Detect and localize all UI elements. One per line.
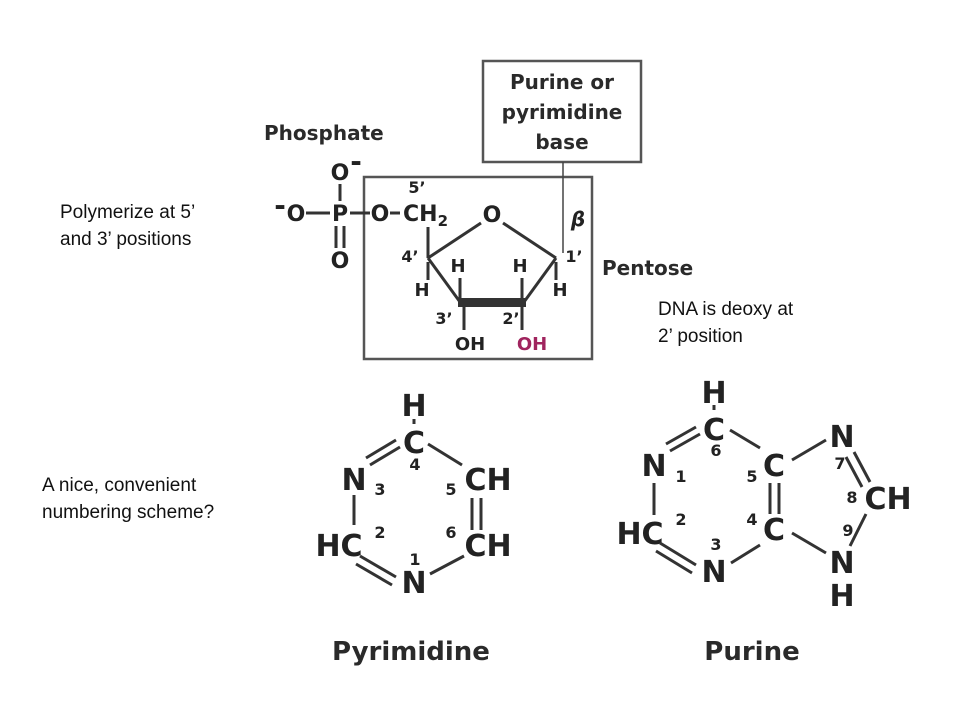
pentose-label: Pentose (602, 256, 693, 280)
ring-number: 7 (834, 454, 845, 473)
note-deoxy: DNA is deoxy at 2’ position (658, 296, 793, 350)
ring-number: 8 (846, 488, 857, 507)
ring-number: 6 (710, 441, 721, 460)
ring-bond (427, 221, 482, 260)
bond (429, 554, 465, 576)
ring-bond (426, 257, 462, 303)
ring-bond-bold (458, 298, 526, 307)
atom-c4: C (403, 426, 425, 461)
bond (791, 531, 827, 555)
ring-number: 6 (445, 523, 456, 542)
purine-diagram: H C N C N CH HC C N N H 6 1 5 2 4 3 7 8 … (616, 376, 911, 667)
double-bond (369, 445, 401, 467)
note-numbering: A nice, convenient numbering scheme? (42, 472, 214, 526)
nucleotide-diagram: Purine or pyrimidine base Phosphate Pent… (264, 59, 693, 361)
ring-number: 4 (409, 455, 420, 474)
pentose-box (362, 175, 594, 361)
ring-number: 3 (710, 535, 721, 554)
position-3-prime: 3’ (435, 309, 452, 328)
ring-number: 3 (374, 480, 385, 499)
ring-number: 4 (746, 510, 757, 529)
atom-o-bottom: O (331, 249, 350, 274)
atom-h: H (401, 389, 426, 424)
double-bond (844, 456, 864, 488)
ring-number: 9 (842, 521, 853, 540)
base-box-line: pyrimidine (502, 100, 623, 124)
ring-number: 1 (675, 467, 686, 486)
double-bond (355, 562, 393, 587)
note-line: Polymerize at 5’ (60, 202, 196, 223)
atom-h: H (512, 256, 527, 277)
atom-c6: C (703, 413, 725, 448)
bond (427, 442, 463, 467)
atom-n3: N (341, 463, 366, 498)
bond (729, 428, 761, 450)
atom-p: P (332, 202, 348, 227)
atom-n1: N (401, 566, 426, 601)
bond (848, 513, 868, 547)
atom-c6: CH (464, 529, 511, 564)
ring-number: 1 (409, 550, 420, 569)
minus-sign: - (274, 189, 286, 222)
note-polymerize: Polymerize at 5’ and 3’ positions (60, 199, 195, 253)
atom-h: H (552, 280, 567, 301)
oh-2-prime: OH (517, 334, 547, 355)
position-5-prime: 5’ (408, 178, 425, 197)
note-line: A nice, convenient (42, 475, 197, 496)
note-line: and 3’ positions (60, 229, 192, 250)
atom-n3: N (701, 555, 726, 590)
atom-c8: CH (864, 482, 911, 517)
atom-n7: N (829, 420, 854, 455)
base-box-line: Purine or (510, 70, 614, 94)
phosphate-label: Phosphate (264, 121, 384, 145)
double-bond (659, 541, 697, 567)
double-bond (669, 432, 701, 453)
atom-c5: CH (464, 463, 511, 498)
atom-c2: HC (616, 517, 663, 552)
ring-number: 5 (445, 480, 456, 499)
ring-number: 2 (675, 510, 686, 529)
atom-o-ester: O (371, 202, 390, 227)
atom-c5: C (763, 449, 785, 484)
bond (791, 438, 827, 462)
bond (730, 543, 761, 565)
double-bond (655, 549, 693, 575)
position-2-prime: 2’ (502, 309, 519, 328)
note-line: 2’ position (658, 326, 743, 347)
base-box-line: base (535, 130, 588, 154)
note-line: DNA is deoxy at (658, 299, 794, 320)
note-line: numbering scheme? (42, 502, 215, 523)
atom-o-top: O (331, 161, 350, 186)
pyrimidine-title: Pyrimidine (332, 637, 490, 667)
minus-sign: - (350, 145, 362, 178)
atom-o-left: O (287, 202, 306, 227)
position-1-prime: 1’ (565, 247, 582, 266)
ring-bond (502, 221, 557, 260)
atom-h: H (414, 280, 429, 301)
atom-c2: HC (315, 529, 362, 564)
ring-oxygen: O (483, 203, 502, 228)
pyrimidine-diagram: H C N CH HC CH N 4 3 5 2 6 1 Pyrimidine (315, 389, 511, 667)
atom-h: H (829, 579, 854, 614)
base-box (481, 59, 643, 164)
ring-number: 2 (374, 523, 385, 542)
position-4-prime: 4’ (401, 247, 418, 266)
double-bond (852, 451, 872, 483)
double-bond (359, 554, 397, 579)
atom-h: H (450, 256, 465, 277)
beta-label: β (570, 207, 585, 231)
atom-c4: C (763, 513, 785, 548)
ring-bond (522, 257, 558, 303)
atom-n9: N (829, 546, 854, 581)
atom-ch2: CH2 (403, 202, 448, 230)
purine-title: Purine (704, 637, 799, 667)
oh-3-prime: OH (455, 334, 485, 355)
ring-number: 5 (746, 467, 757, 486)
double-bond (665, 425, 697, 446)
double-bond (365, 438, 397, 460)
atom-n1: N (641, 449, 666, 484)
